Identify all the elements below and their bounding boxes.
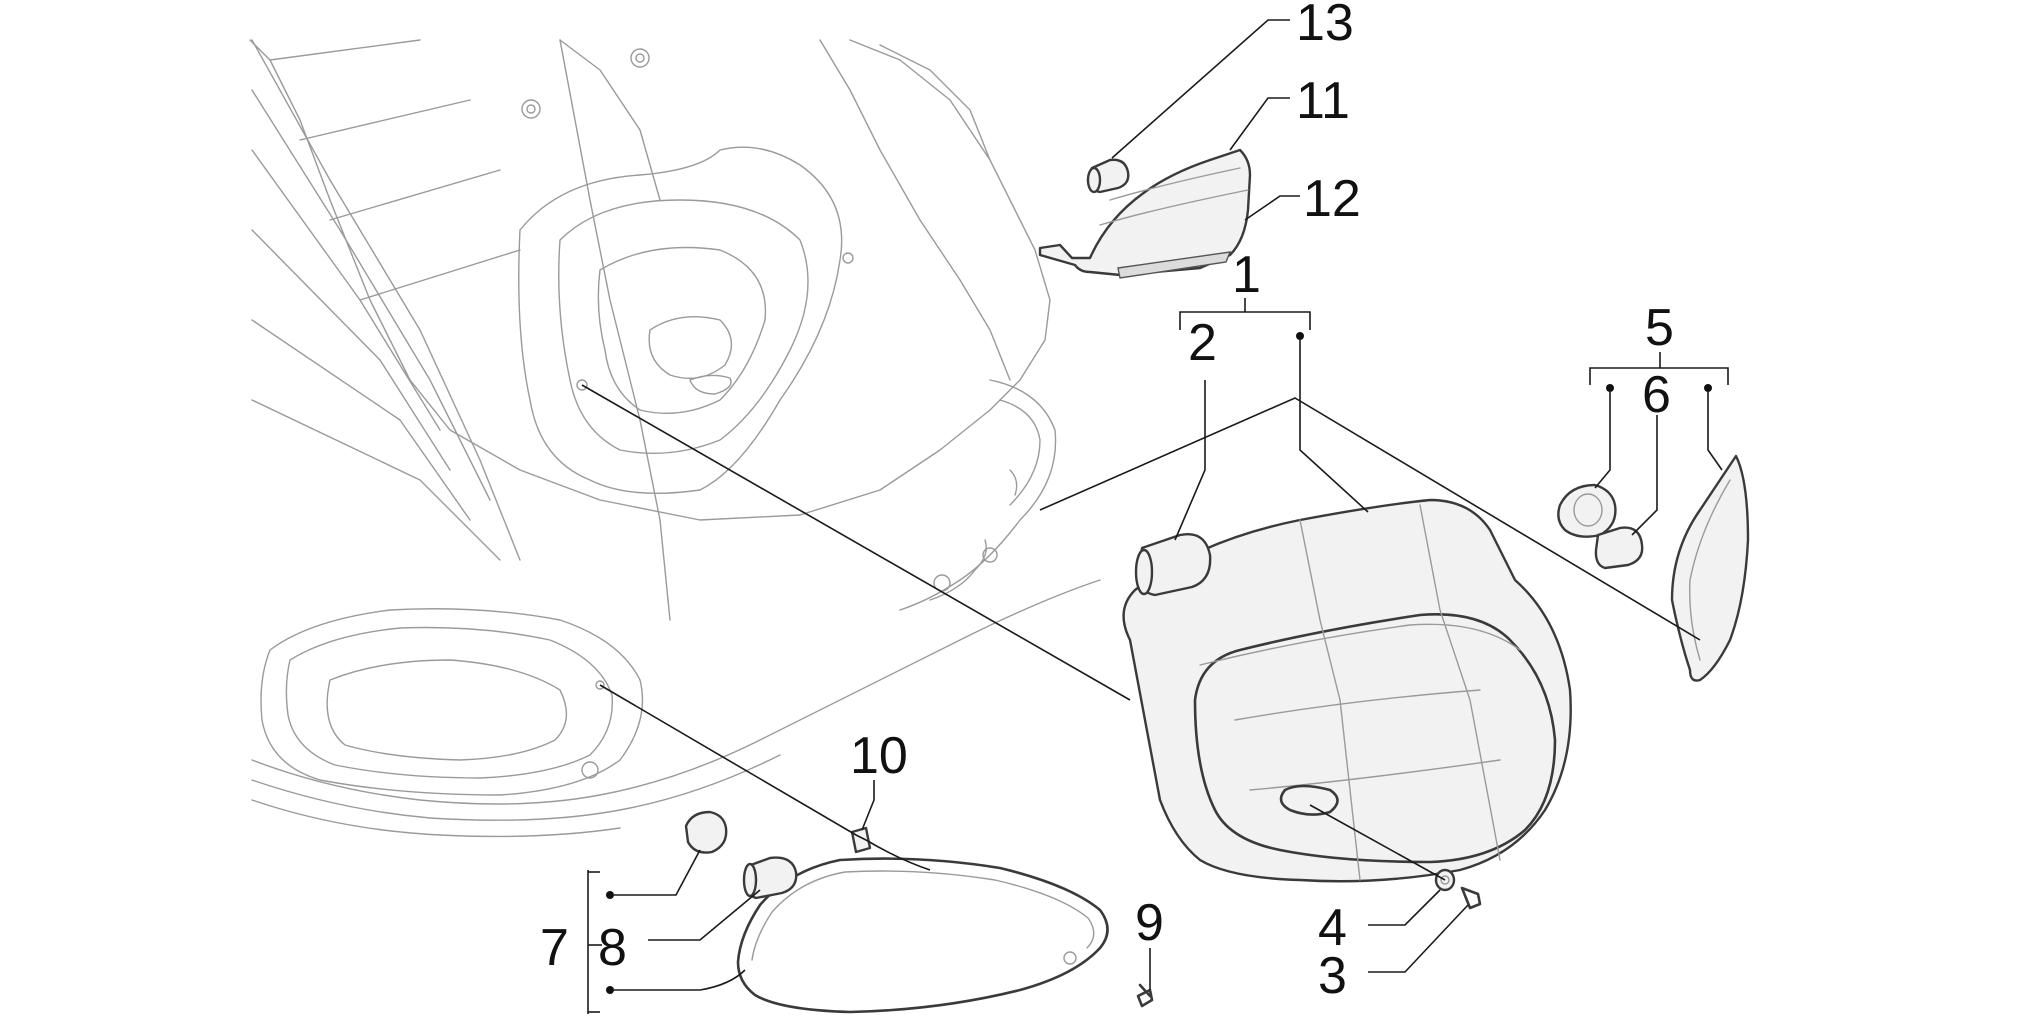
license-plate-light-assembly bbox=[1038, 148, 1252, 279]
clip-part-10 bbox=[850, 826, 872, 854]
callout-9: 9 bbox=[1135, 894, 1164, 952]
callout-1: 1 bbox=[1232, 246, 1261, 304]
explosion-lines bbox=[581, 384, 1701, 881]
callout-2: 2 bbox=[1188, 314, 1217, 372]
callout-labels: 13 11 12 1 2 5 6 10 9 7 8 4 3 bbox=[540, 0, 1674, 1005]
rear-reflector-part-7 bbox=[684, 810, 1109, 1014]
callout-7: 7 bbox=[540, 919, 569, 977]
callout-6: 6 bbox=[1642, 366, 1671, 424]
bulb-part-2 bbox=[1134, 533, 1212, 597]
callout-4: 4 bbox=[1318, 899, 1347, 957]
callout-5: 5 bbox=[1645, 299, 1674, 357]
callout-11: 11 bbox=[1296, 72, 1350, 130]
bulb-part-13 bbox=[1086, 158, 1130, 194]
tail-light-part-1 bbox=[1122, 498, 1572, 883]
callout-leaders bbox=[587, 19, 1729, 1014]
screw-part-3 bbox=[1434, 868, 1482, 910]
callout-3: 3 bbox=[1318, 947, 1347, 1005]
callout-8: 8 bbox=[598, 919, 627, 977]
callout-13: 13 bbox=[1296, 0, 1354, 52]
side-marker-light-part-5 bbox=[1557, 454, 1750, 682]
callout-10: 10 bbox=[850, 727, 908, 785]
screw-part-9 bbox=[1136, 983, 1154, 1008]
scooter-rear-body bbox=[249, 39, 1101, 838]
callout-12: 12 bbox=[1303, 170, 1361, 228]
